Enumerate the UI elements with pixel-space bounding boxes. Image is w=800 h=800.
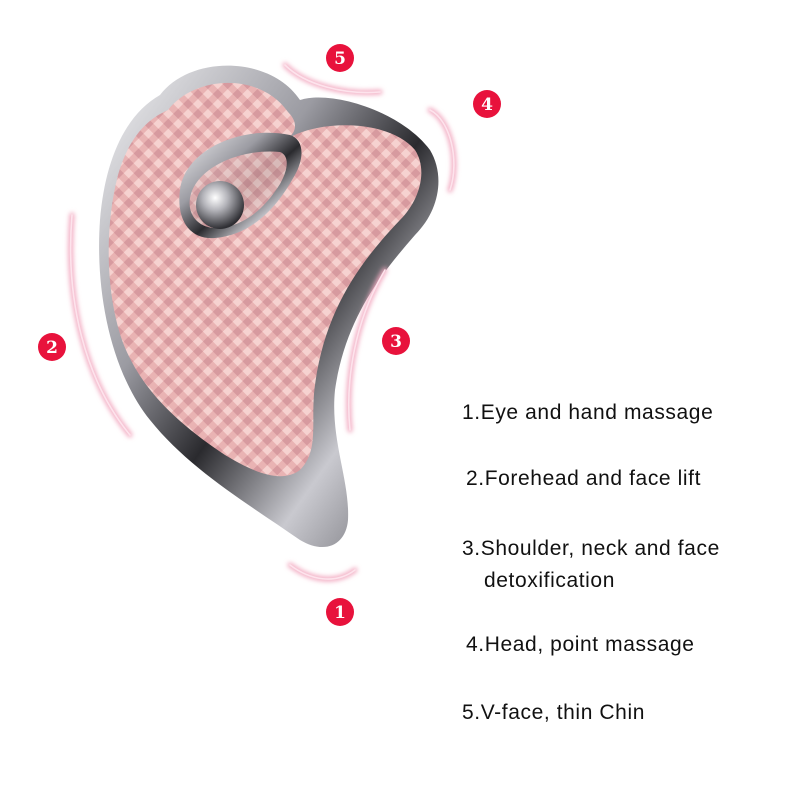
feature-item-2: 2.Forehead and face lift [466,463,701,495]
feature-item-3: 3.Shoulder, neck and face detoxification [462,533,720,597]
marker-1: 1 [326,598,354,626]
feature-text: 2.Forehead and face lift [466,467,702,490]
feature-text: 5.V-face, thin Chin [462,701,645,724]
marker-circle [326,44,354,72]
feature-item-1: 1.Eye and hand massage [462,397,713,429]
marker-4: 4 [473,90,501,118]
marker-number: 3 [390,332,402,352]
feature-text: 1.Eye and hand massage [462,401,714,424]
marker-2: 2 [38,333,66,361]
roller-ball [196,181,244,229]
marker-number: 1 [334,603,346,623]
marker-circle [38,333,66,361]
marker-number: 5 [334,49,346,69]
marker-circle [326,598,354,626]
marker-number: 2 [46,338,58,358]
marker-circle [473,90,501,118]
feature-item-4: 4.Head, point massage [466,629,695,661]
marker-3: 3 [382,327,410,355]
feature-text: 3.Shoulder, neck and face [462,537,720,560]
feature-item-5: 5.V-face, thin Chin [462,697,645,729]
feature-text: 4.Head, point massage [466,633,695,656]
marker-5: 5 [326,44,354,72]
feature-text-continuation: detoxification [484,569,615,592]
marker-number: 4 [481,95,493,115]
number-markers: 1 2 3 4 5 [38,44,501,626]
marker-circle [382,327,410,355]
